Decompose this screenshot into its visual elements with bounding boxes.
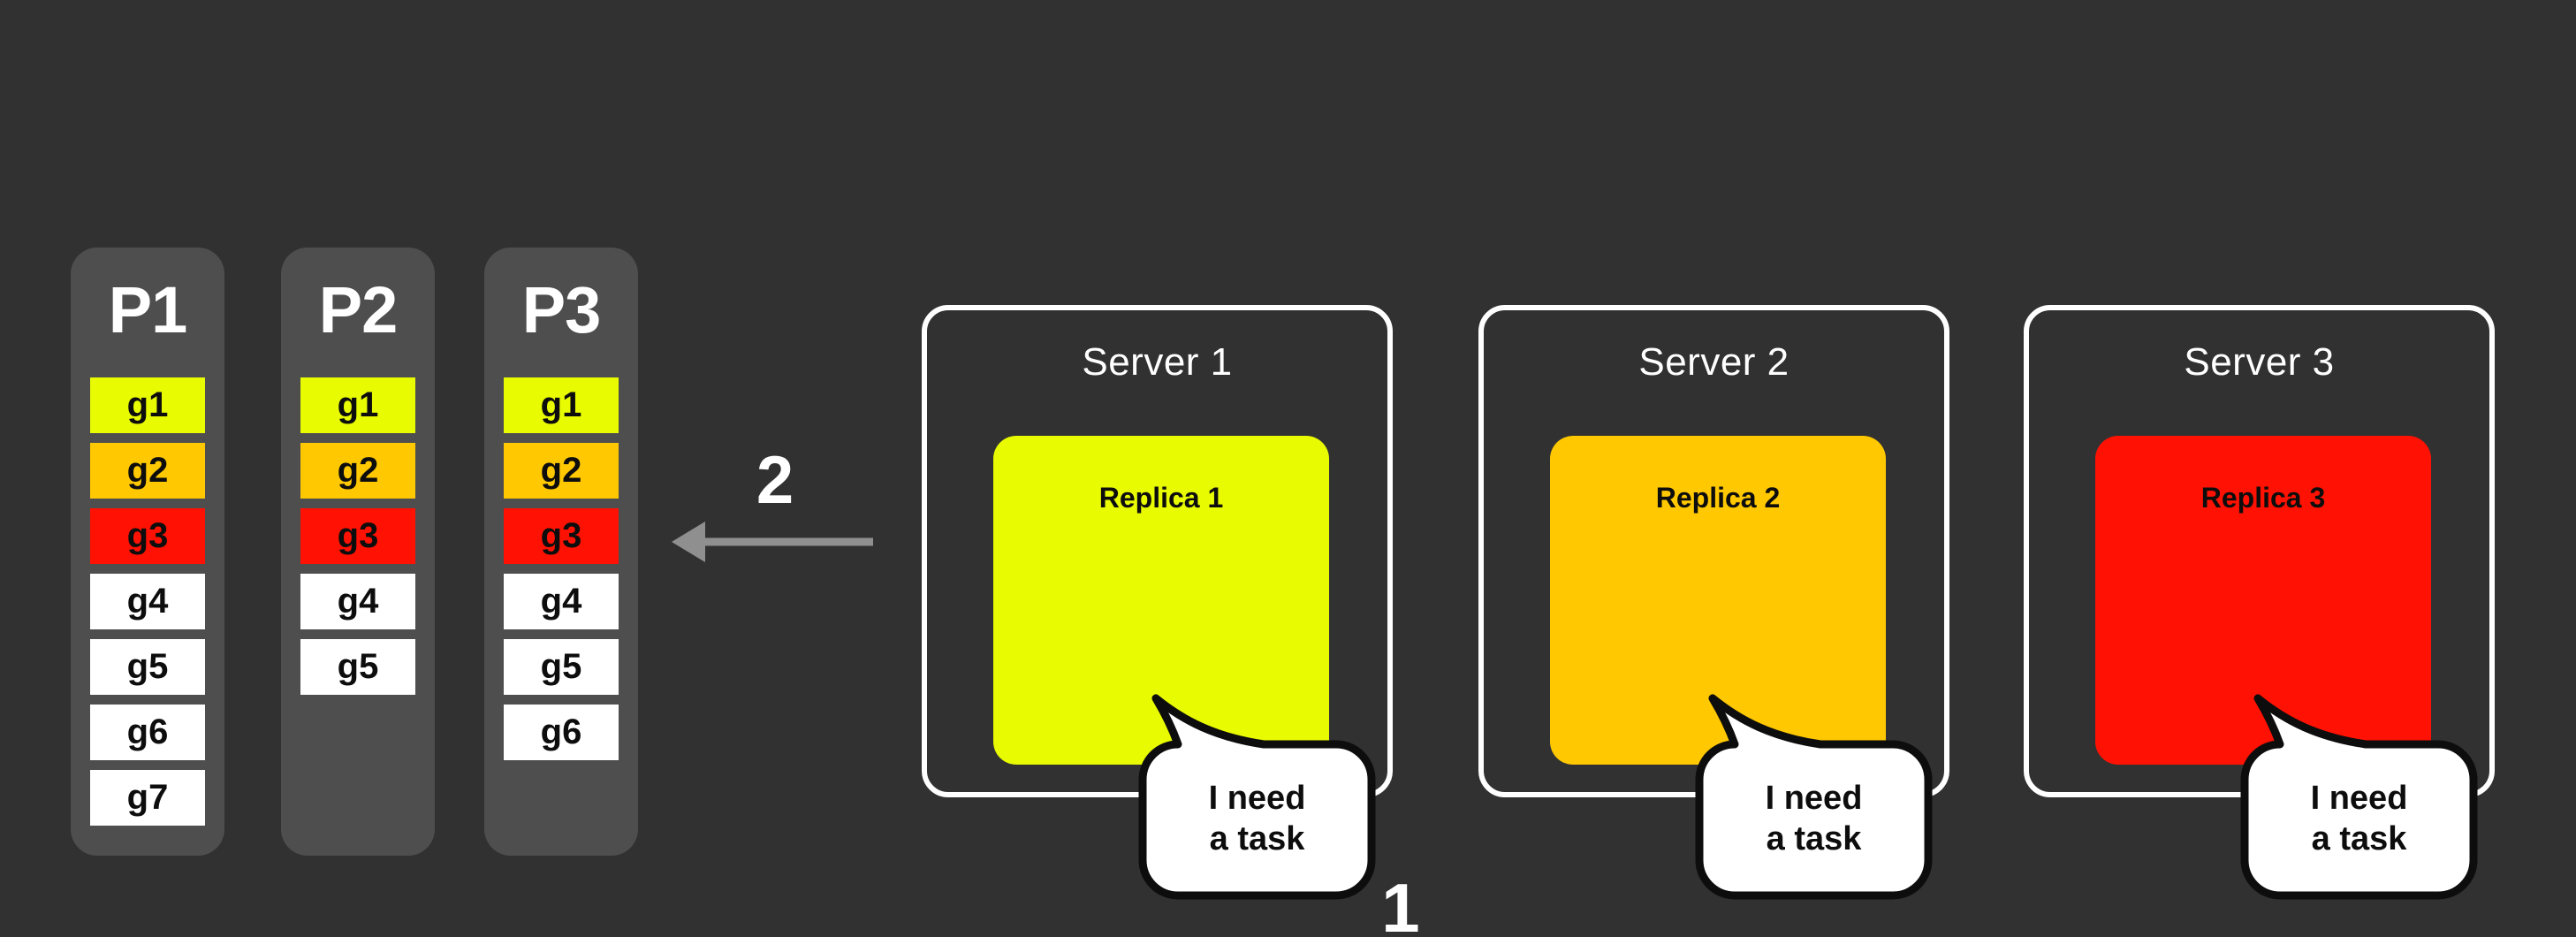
speech-bubble-outline (2240, 694, 2478, 900)
speech-line-2: a task (1209, 820, 1305, 857)
speech-bubble-icon (1695, 694, 1933, 900)
task-cell: g2 (90, 443, 205, 499)
task-stack: g1 g2 g3 g4 g5 g6 g7 (71, 377, 224, 826)
task-cell: g6 (504, 705, 619, 760)
task-cell: g1 (504, 377, 619, 433)
server-title: Server 2 (1638, 340, 1790, 384)
arrow-left-icon (672, 522, 873, 562)
task-cell: g7 (90, 770, 205, 826)
server-box-3: Server 3 Replica 3 (2024, 305, 2495, 797)
replica-label: Replica 1 (1098, 482, 1224, 514)
partition-column-p2: P2 g1 g2 g3 g4 g5 (281, 248, 435, 856)
replica-card: Replica 1 (993, 436, 1329, 765)
server-title: Server 1 (1082, 340, 1233, 384)
step-2-label: 2 (756, 443, 794, 518)
speech-line-1: I need (2310, 780, 2408, 817)
task-cell: g3 (300, 508, 415, 564)
task-cell: g1 (300, 377, 415, 433)
task-stack: g1 g2 g3 g4 g5 (281, 377, 435, 695)
task-cell: g2 (300, 443, 415, 499)
speech-line-2: a task (2311, 820, 2407, 857)
replica-label: Replica 2 (1655, 482, 1781, 514)
speech-bubble-1: I need a task (1131, 689, 1379, 906)
partition-column-p1: P1 g1 g2 g3 g4 g5 g6 g7 (71, 248, 224, 856)
arrow-head (672, 522, 705, 562)
replica-label: Replica 3 (2200, 482, 2326, 514)
task-cell: g5 (90, 639, 205, 695)
speech-bubble-text: I need a task (1143, 778, 1372, 859)
partition-title: P2 (318, 273, 399, 347)
partition-title: P1 (108, 273, 188, 347)
speech-bubble-icon (2240, 694, 2478, 900)
task-cell: g5 (300, 639, 415, 695)
task-cell: g5 (504, 639, 619, 695)
speech-bubble-outline (1138, 694, 1376, 900)
step-1-label: 1 (1381, 869, 1420, 937)
replica-card: Replica 3 (2095, 436, 2431, 765)
speech-line-2: a task (1766, 820, 1862, 857)
partition-title: P3 (521, 273, 602, 347)
task-cell: g3 (504, 508, 619, 564)
task-cell: g4 (504, 574, 619, 629)
server-title: Server 3 (2184, 340, 2335, 384)
speech-bubble-3: I need a task (2233, 689, 2481, 906)
partition-column-p3: P3 g1 g2 g3 g4 g5 g6 (484, 248, 638, 856)
task-cell: g6 (90, 705, 205, 760)
speech-bubble-text: I need a task (2245, 778, 2473, 859)
speech-bubble-outline (1695, 694, 1933, 900)
server-box-1: Server 1 Replica 1 (922, 305, 1393, 797)
speech-bubble-icon (1138, 694, 1376, 900)
speech-line-1: I need (1765, 780, 1863, 817)
speech-line-1: I need (1208, 780, 1306, 817)
task-cell: g1 (90, 377, 205, 433)
task-stack: g1 g2 g3 g4 g5 g6 (484, 377, 638, 760)
task-cell: g4 (90, 574, 205, 629)
task-cell: g2 (504, 443, 619, 499)
task-cell: g3 (90, 508, 205, 564)
task-cell: g4 (300, 574, 415, 629)
speech-bubble-text: I need a task (1699, 778, 1928, 859)
speech-bubble-2: I need a task (1688, 689, 1935, 906)
